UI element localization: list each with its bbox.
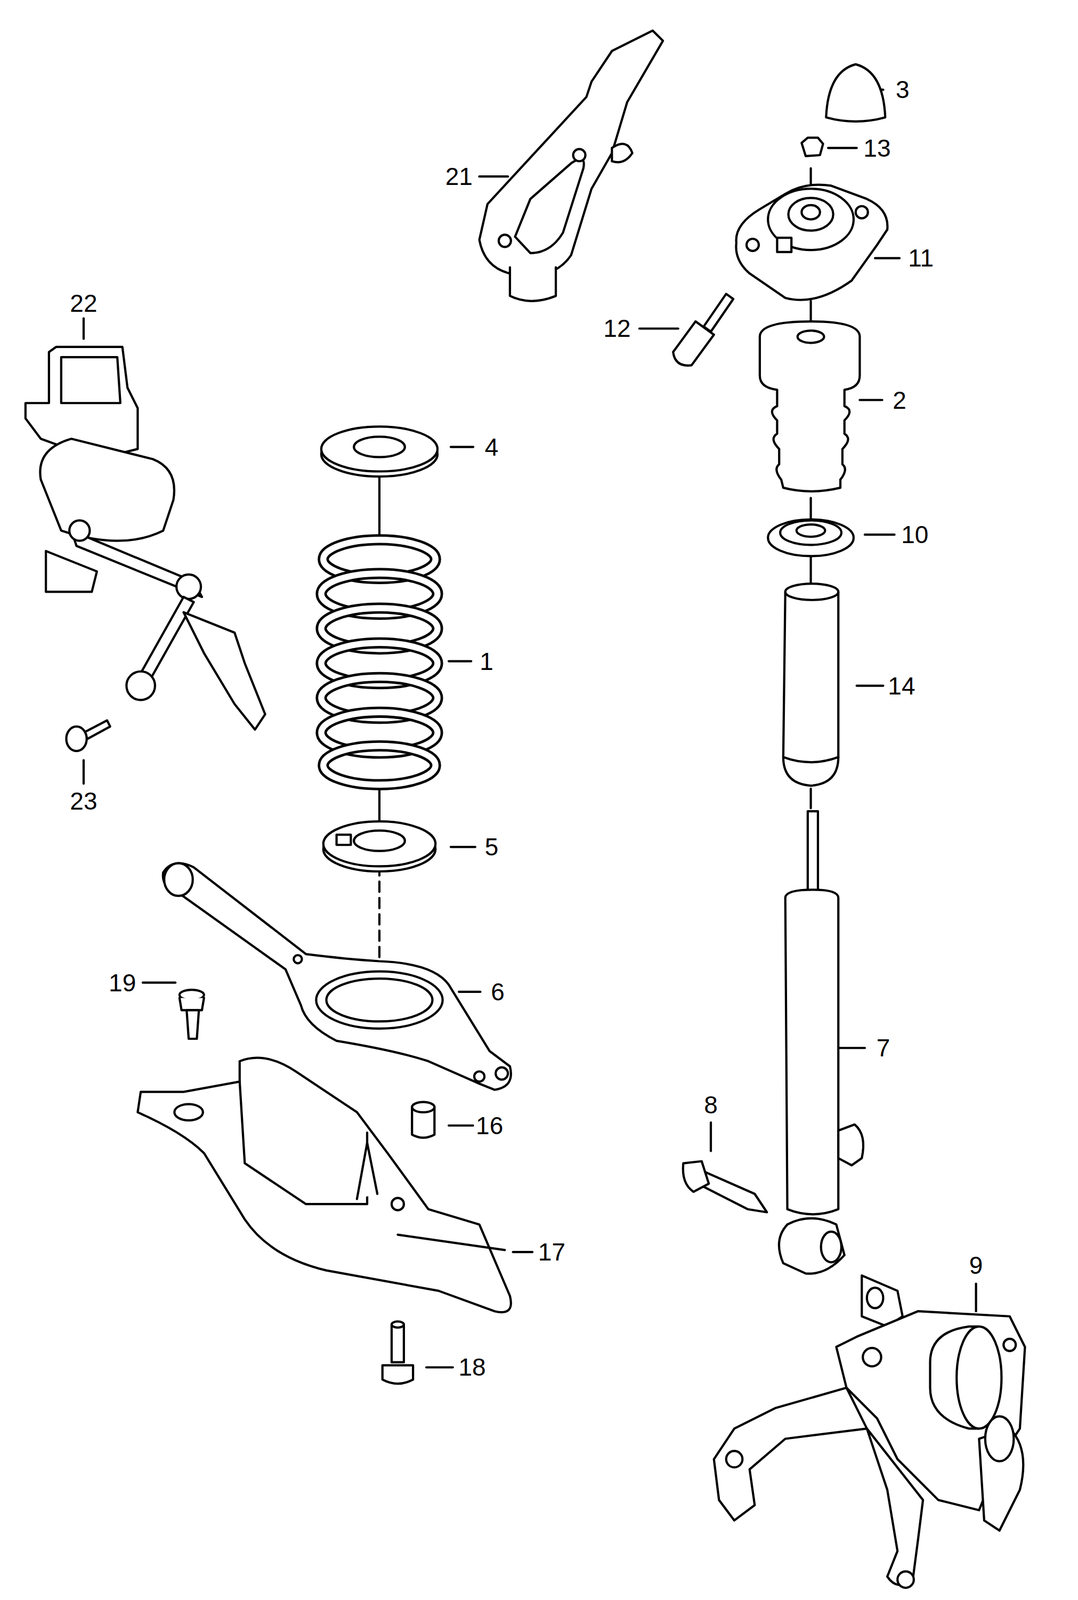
callout-number: 11 [905, 244, 936, 272]
dust-cap [825, 64, 886, 122]
dust-boot [783, 583, 839, 786]
bushing [411, 1101, 435, 1138]
clip [179, 989, 205, 1039]
leader-lines [83, 89, 977, 1367]
bolt [673, 293, 734, 366]
mounting-bracket [479, 30, 664, 301]
callout-number: 23 [67, 787, 100, 815]
top-mount [735, 184, 888, 301]
callout-number: 7 [874, 1034, 893, 1062]
callout-number: 17 [536, 1238, 568, 1266]
callout-number: 19 [106, 968, 139, 996]
protective-cap [767, 519, 854, 557]
shock-absorber [779, 811, 864, 1274]
spring-seat-lower [323, 821, 436, 872]
callout-number: 14 [885, 671, 918, 700]
callout-number: 22 [67, 289, 100, 317]
nut [801, 137, 823, 156]
bolt [382, 1320, 413, 1384]
bump-stop [759, 321, 861, 492]
callout-number: 5 [482, 833, 501, 861]
spring-seat-upper [321, 426, 438, 477]
callout-number: 2 [890, 386, 909, 414]
wheel-carrier [714, 1275, 1026, 1588]
coil-spring [321, 539, 438, 785]
callout-number: 21 [443, 163, 475, 191]
callout-number: 13 [861, 134, 893, 162]
callout-number: 6 [488, 978, 507, 1006]
underbody-cover [137, 1057, 511, 1312]
callout-number: 9 [967, 1251, 986, 1279]
callout-number: 12 [601, 314, 633, 343]
callout-number: 16 [473, 1111, 506, 1139]
callout-number: 8 [701, 1091, 720, 1119]
control-arm [163, 863, 512, 1090]
bolt [683, 1161, 767, 1213]
callout-number: 18 [456, 1353, 489, 1381]
callout-number: 1 [477, 647, 496, 675]
callout-number: 3 [893, 76, 912, 104]
callout-number: 10 [898, 521, 931, 549]
callout-number: 4 [482, 433, 501, 461]
height-sensor [25, 346, 266, 730]
screw [66, 720, 110, 751]
